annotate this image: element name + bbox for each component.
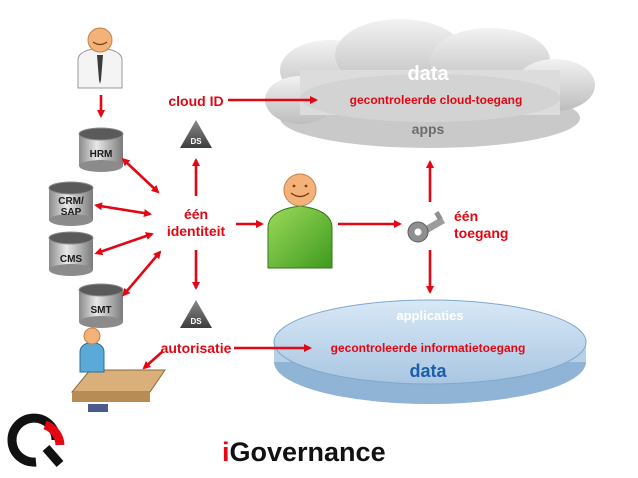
brand-title: iGovernance [222, 437, 386, 467]
system-crm-sap: CRM/SAP [48, 181, 94, 226]
arrow-smt-identity [122, 250, 162, 297]
cloud-shape [265, 19, 595, 148]
system-cms: CMS [48, 231, 94, 276]
employee-icon [77, 27, 123, 89]
system-smt-label: SMT [90, 305, 111, 316]
platform-access-label: gecontroleerde informatietoegang [331, 341, 526, 355]
brand-accent: i [222, 437, 230, 467]
cloud-group: data gecontroleerde cloud-toegang apps [265, 19, 595, 148]
system-smt: SMT [78, 283, 124, 328]
system-hrm-label: HRM [90, 149, 113, 160]
directory-top: DS [180, 120, 212, 148]
cloud-access-label: gecontroleerde cloud-toegang [350, 93, 523, 107]
arrow-authorisation-to-worker [142, 351, 163, 370]
arrow-hrm-identity [121, 157, 160, 194]
access-label-line2: toegang [454, 225, 508, 241]
identity-label-line2: identiteit [167, 223, 226, 239]
system-crm-sap-label: CRM/SAP [58, 196, 84, 218]
platform-data-label: data [409, 361, 447, 381]
key-icon [407, 211, 445, 243]
cloud-apps-label: apps [412, 121, 445, 137]
platform-apps-label: applicaties [396, 308, 463, 323]
system-hrm: HRM [78, 127, 124, 172]
platform-disk [273, 299, 587, 404]
desk-worker-icon [70, 327, 166, 412]
system-cms-label: CMS [60, 254, 83, 265]
brand-logo [7, 413, 65, 467]
cloud-title: data [407, 63, 449, 85]
brand-name: Governance [230, 437, 386, 467]
identity-label-line1: één [184, 206, 208, 222]
cloud-id-label: cloud ID [168, 93, 223, 109]
directory-bottom-label: DS [190, 317, 202, 326]
directory-bottom: DS [180, 300, 212, 328]
platform-group: applicaties gecontroleerde informatietoe… [273, 299, 587, 404]
directory-top-label: DS [190, 137, 202, 146]
user-icon [267, 173, 333, 269]
arrows [94, 95, 434, 370]
access-label-line1: één [454, 208, 478, 224]
arrow-cms-identity [94, 232, 154, 256]
authorisation-label: autorisatie [161, 340, 232, 356]
arrow-crm-identity [94, 202, 152, 218]
